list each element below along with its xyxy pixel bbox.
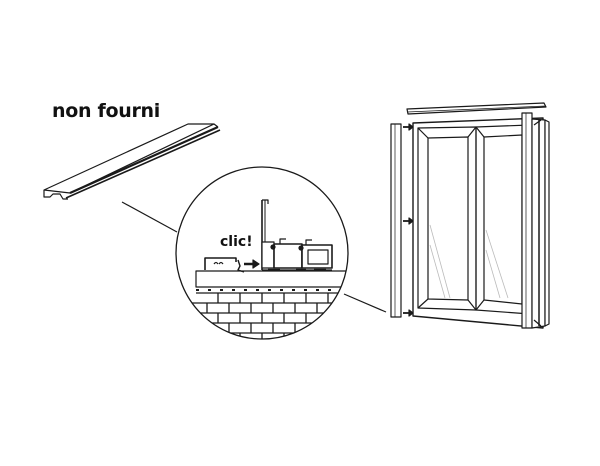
detail-circle-illustration: [175, 166, 349, 340]
leader-line-right: [343, 293, 387, 313]
window-assembly-illustration: [390, 102, 550, 329]
leader-line-left: [121, 201, 178, 233]
click-label: clic!: [220, 234, 253, 250]
not-supplied-label: non fourni: [52, 100, 160, 122]
profile-strip-illustration: [43, 123, 221, 200]
